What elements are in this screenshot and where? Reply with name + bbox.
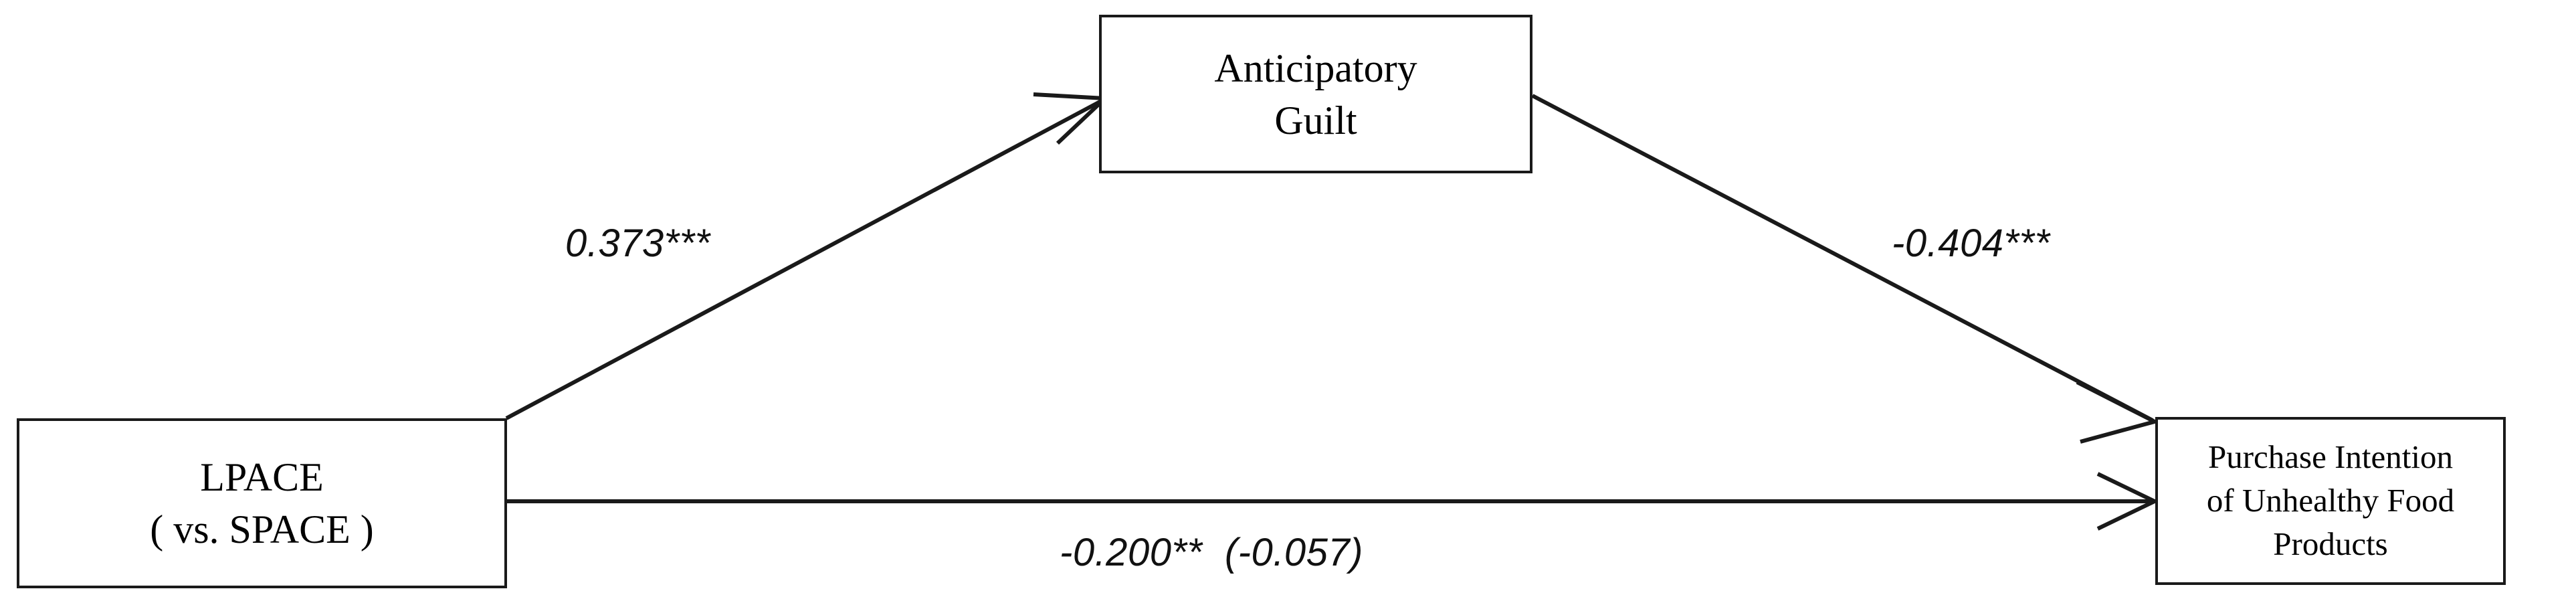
node-purchase-intention: Purchase Intention of Unhealthy Food Pro… bbox=[2155, 417, 2506, 585]
path-label-b: -0.404*** bbox=[1892, 222, 2050, 265]
edge-b-path-arrow bbox=[1531, 94, 2161, 444]
path-label-c: -0.200** (-0.057) bbox=[1060, 531, 1363, 574]
node-lpace-vs-space-line-1: LPACE bbox=[200, 455, 324, 499]
node-anticipatory-guilt-line-1: Anticipatory bbox=[1214, 46, 1417, 90]
node-purchase-intention-line-3: Products bbox=[2273, 525, 2388, 562]
node-purchase-intention-line-2: of Unhealthy Food bbox=[2206, 482, 2455, 519]
node-anticipatory-guilt-line-2: Guilt bbox=[1274, 98, 1357, 143]
edge-c-path-arrow bbox=[506, 472, 2159, 531]
path-label-a: 0.373*** bbox=[565, 222, 710, 265]
node-purchase-intention-line-1: Purchase Intention bbox=[2207, 438, 2454, 476]
node-lpace-vs-space-line-2: ( vs. SPACE ) bbox=[150, 507, 374, 551]
node-anticipatory-guilt: Anticipatory Guilt bbox=[1099, 15, 1532, 173]
node-lpace-vs-space: LPACE ( vs. SPACE ) bbox=[17, 418, 507, 588]
